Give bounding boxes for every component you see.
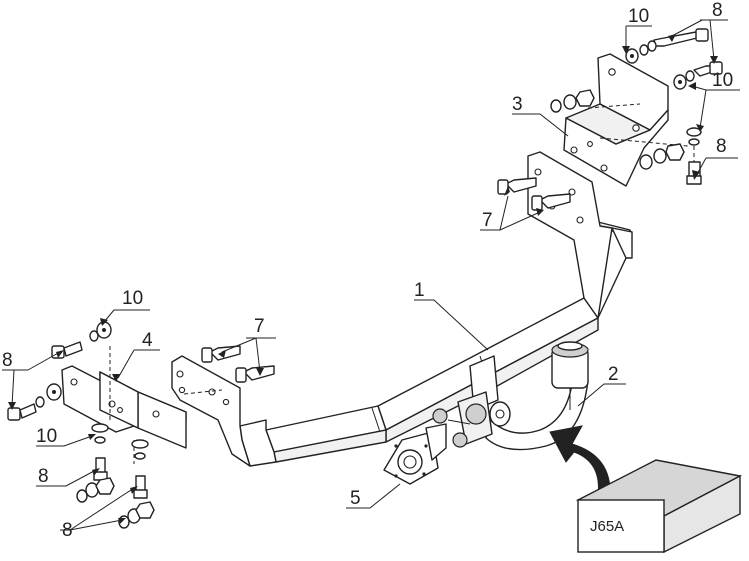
electric-socket-plate: [383, 423, 447, 485]
callout-10-top: 10: [628, 6, 649, 27]
callout-8-lower-left: 8: [38, 466, 49, 487]
leader-lines: [2, 19, 740, 531]
callout-4: 4: [142, 330, 153, 351]
callout-8-left: 8: [2, 350, 13, 371]
callout-3: 3: [512, 94, 523, 115]
callout-8-right: 8: [716, 136, 727, 157]
callout-10-lower-left: 10: [36, 426, 57, 447]
right-upper-fasteners: [497, 28, 723, 211]
left-mounting-bracket: [61, 346, 223, 464]
callout-10-left: 10: [122, 288, 143, 309]
left-long-bracket: [171, 355, 251, 467]
left-fasteners: [7, 321, 275, 529]
curved-arrow-icon: [549, 425, 611, 497]
callout-5: 5: [350, 488, 361, 509]
right-mounting-bracket: [563, 53, 689, 187]
callout-8-top: 8: [712, 0, 723, 21]
product-box: J65A: [575, 459, 743, 554]
box-label: J65A: [590, 518, 624, 535]
callout-labels: 10 8 10 8 3 7 1 2 10 4 7 8 10 8 8 5: [2, 0, 733, 541]
callout-1: 1: [414, 280, 425, 301]
callout-7-right: 7: [482, 210, 493, 231]
callout-2: 2: [608, 364, 619, 385]
hitch-mount: [432, 355, 511, 448]
callout-10-right: 10: [712, 70, 733, 91]
callout-7-left: 7: [254, 316, 265, 337]
callout-8-bottom: 8: [62, 520, 73, 541]
right-long-bracket: [527, 151, 613, 319]
leader-arrowheads: [8, 34, 718, 524]
